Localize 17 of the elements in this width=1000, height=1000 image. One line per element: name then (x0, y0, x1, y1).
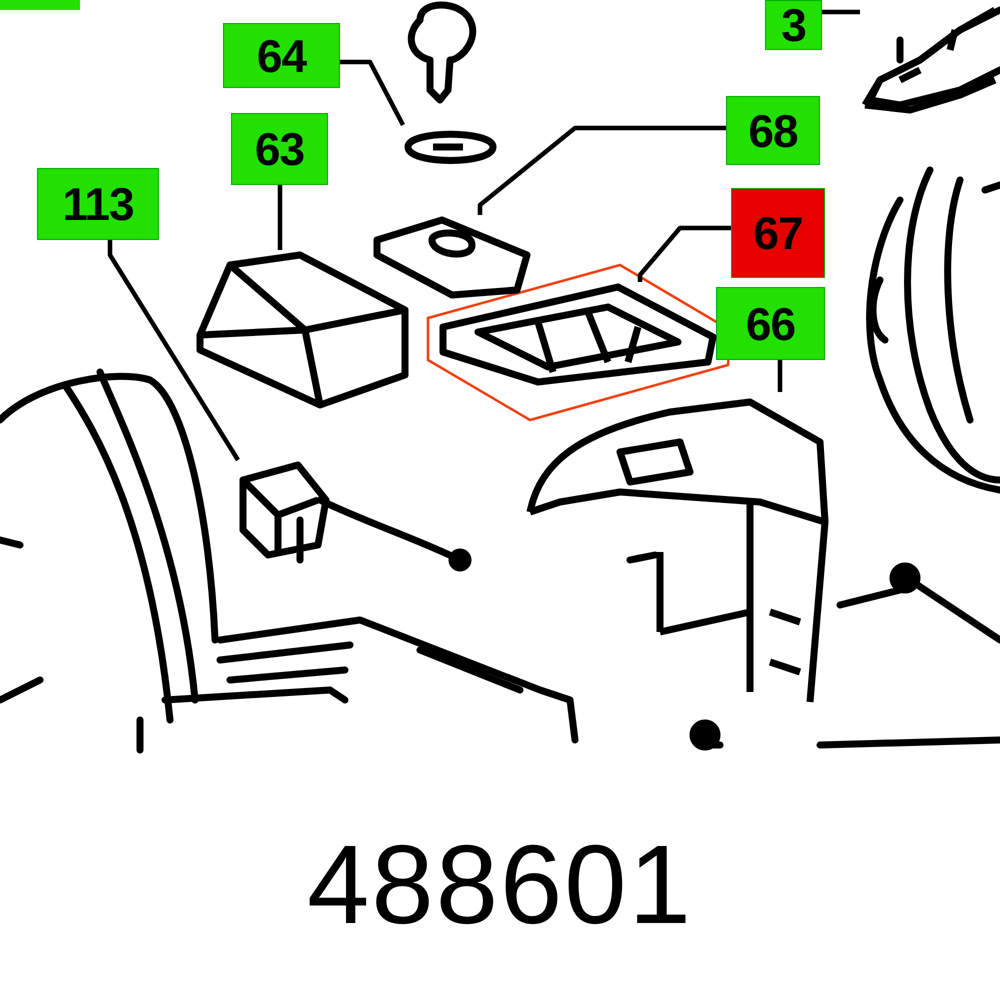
leader-line (340, 60, 405, 126)
leader-line (778, 360, 782, 392)
callout-number: 3 (765, 0, 822, 50)
callout-number: 68 (726, 96, 820, 165)
leader-line (278, 185, 282, 250)
part-drawing (238, 460, 332, 560)
callout-number: 63 (231, 113, 328, 185)
leader-line (108, 240, 240, 462)
part-number: 488601 (307, 822, 693, 947)
callout-number: 66 (716, 287, 825, 360)
callout-number: 67 (731, 188, 825, 278)
part-drawing (372, 215, 532, 300)
callout-number: 113 (37, 168, 159, 240)
leader-line (638, 226, 731, 282)
callout-number: 64 (223, 23, 340, 88)
leader-line (478, 126, 726, 215)
leader-line (822, 10, 860, 14)
